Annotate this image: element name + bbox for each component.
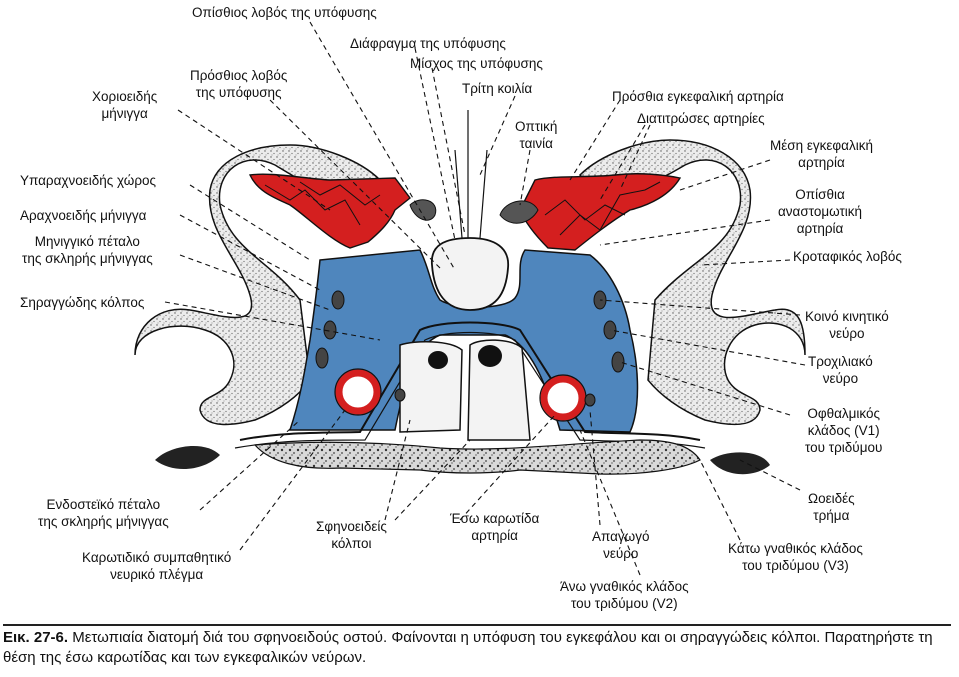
caption-rule: [3, 624, 951, 626]
right-temporal-lobe: [578, 139, 806, 426]
label-endosteal-layer: Ενδοστεϊκό πέταλο της σκληρής μήνιγγας: [38, 497, 169, 529]
label-abducens-nerve: Απαγωγό νεύρο: [592, 529, 650, 561]
right-arteries: [519, 173, 682, 251]
label-posterior-lobe: Οπίσθιος λοβός της υπόφυσης: [192, 5, 377, 20]
label-arachnoid: Αραχνοειδής μήνιγγα: [20, 208, 147, 223]
label-choroid: Χοριοειδής μήνιγγα: [92, 89, 158, 121]
label-mandibular-branch: Κάτω γναθικός κλάδος του τριδύμου (V3): [728, 541, 863, 573]
left-arteries: [248, 173, 411, 249]
label-internal-carotid: Έσω καρωτίδα αρτηρία: [450, 511, 540, 543]
caption-label: Εικ. 27-6.: [3, 629, 69, 646]
label-stalk: Μίσχος της υπόφυσης: [410, 56, 543, 71]
label-foramen-ovale: Ωοειδές τρήμα: [808, 491, 855, 523]
label-maxillary-branch: Άνω γναθικός κλάδος του τριδύμου (V2): [560, 579, 689, 611]
label-posterior-communicating-artery: Οπίσθια αναστομωτική αρτηρία: [778, 187, 863, 236]
label-cavernous-sinus: Σηραγγώδης κόλπος: [20, 295, 145, 310]
label-perforating-arteries: Διατιτρώσες αρτηρίες: [637, 111, 765, 126]
left-temporal-lobe: [134, 144, 382, 426]
label-carotid-plexus: Καρωτιδικό συμπαθητικό νευρικό πλέγμα: [82, 550, 232, 582]
label-anterior-cerebral-artery: Πρόσθια εγκεφαλική αρτηρία: [612, 89, 784, 104]
label-subarachnoid-space: Υπαραχνοειδής χώρος: [20, 173, 157, 188]
label-oculomotor-nerve: Κοινό κινητικό νεύρο: [805, 309, 889, 341]
label-meningeal-layer: Μηνιγγικό πέταλο της σκληρής μήνιγγας: [22, 234, 153, 266]
label-temporal-lobe: Κροταφικός λοβός: [793, 249, 902, 264]
pituitary-gland: [431, 237, 509, 311]
sphenoid-bone: [253, 439, 701, 475]
label-optic-tract: Οπτική ταινία: [515, 119, 558, 151]
label-diaphragm: Διάφραγμα της υπόφυσης: [350, 36, 506, 51]
label-middle-cerebral-artery: Μέση εγκεφαλική αρτηρία: [770, 138, 873, 170]
label-ophthalmic-branch: Οφθαλμικός κλάδος (V1) του τριδύμου: [805, 406, 883, 455]
label-trochlear-nerve: Τροχιλιακό νεύρο: [808, 354, 873, 386]
label-anterior-lobe: Πρόσθιος λοβός της υπόφυσης: [190, 68, 288, 100]
label-sphenoid-sinuses: Σφηνοειδείς κόλποι: [316, 519, 387, 551]
caption-text: Μετωπιαία διατομή διά του σφηνοειδούς οσ…: [3, 629, 933, 666]
figure-caption: Εικ. 27-6. Μετωπιαία διατομή διά του σφη…: [3, 628, 953, 668]
label-third-ventricle: Τρίτη κοιλία: [462, 81, 533, 96]
internal-carotid-right: [540, 375, 586, 421]
internal-carotid-left: [335, 369, 381, 415]
